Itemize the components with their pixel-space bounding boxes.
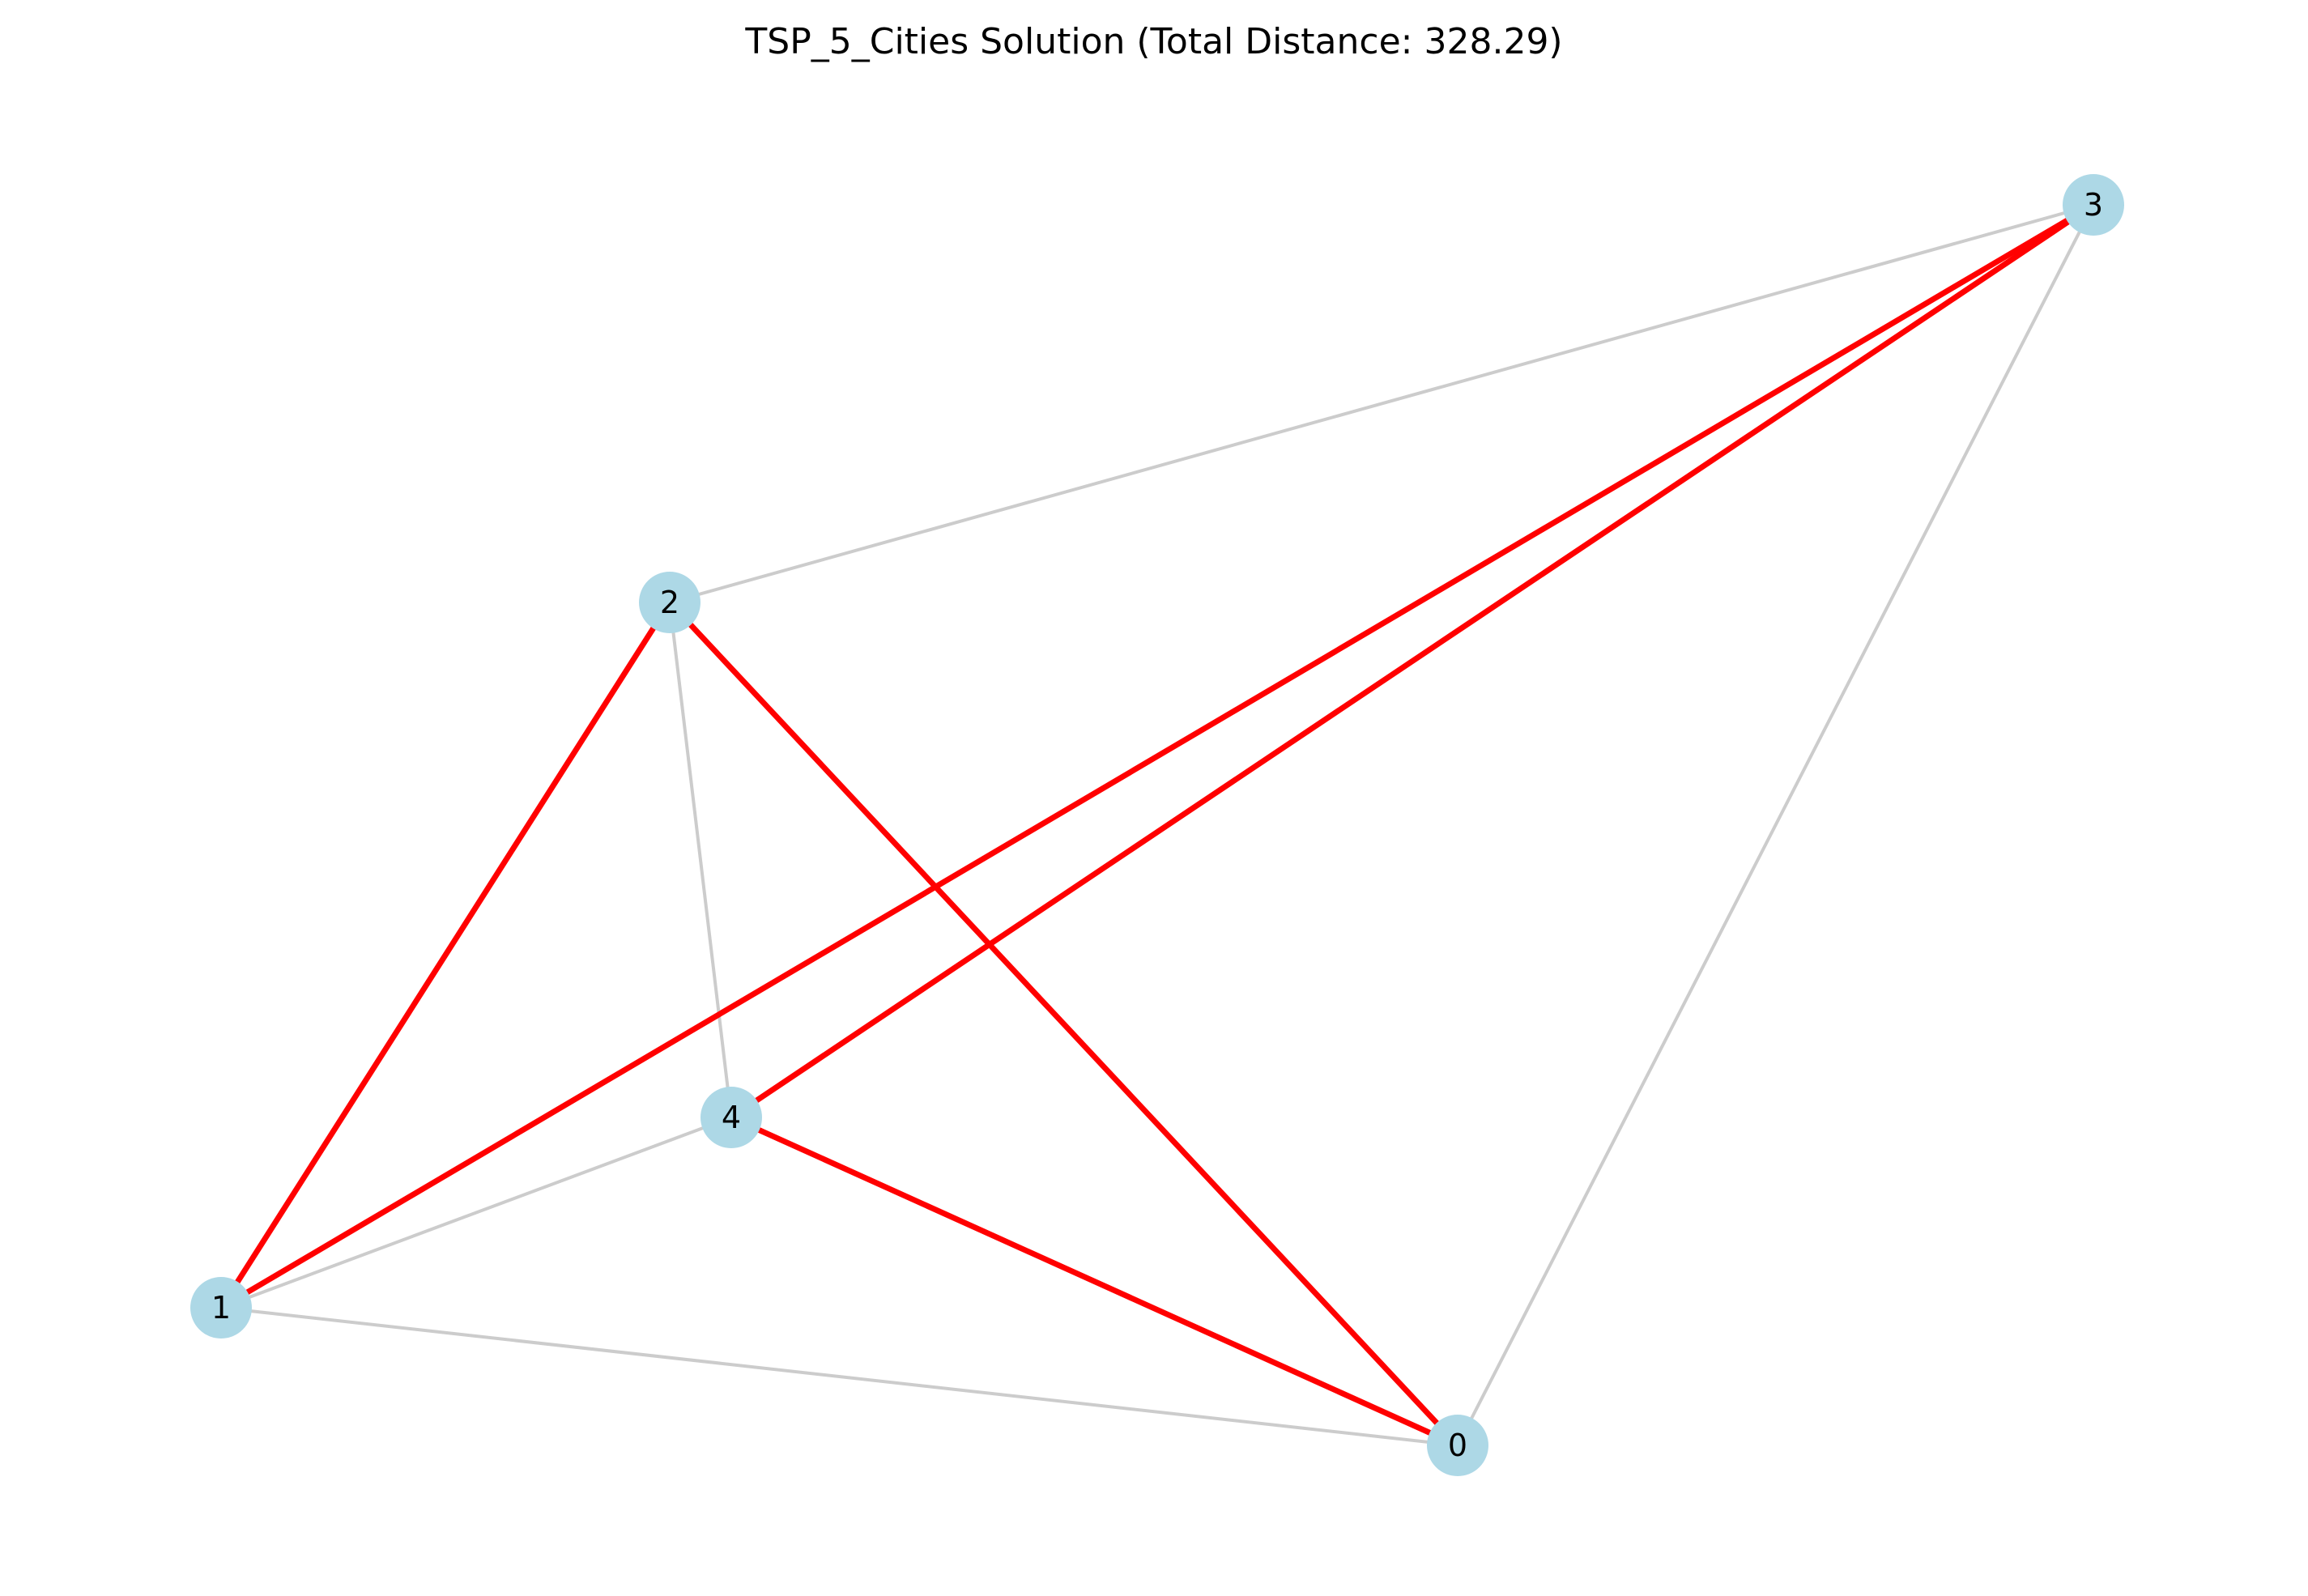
background-edge-1-4 <box>220 1116 732 1309</box>
nodes: 0 1 2 3 4 <box>190 174 2124 1476</box>
background-edge-2-4 <box>668 602 733 1118</box>
node-3: 3 <box>2063 174 2124 236</box>
tour-edge-4-3 <box>730 202 2095 1120</box>
tour-edge-0-4 <box>730 1114 1459 1449</box>
node-circle-4 <box>700 1087 762 1148</box>
node-label-3: 3 <box>2084 187 2103 223</box>
node-label-0: 0 <box>1448 1428 1467 1463</box>
background-edges <box>220 203 2095 1447</box>
node-2: 2 <box>639 572 700 633</box>
background-edge-1-0 <box>220 1306 1458 1447</box>
node-1: 1 <box>190 1277 252 1339</box>
node-4: 4 <box>700 1087 762 1148</box>
node-0: 0 <box>1427 1415 1488 1476</box>
node-circle-2 <box>639 572 700 633</box>
plot-title: TSP_5_Cities Solution (Total Distance: 3… <box>745 21 1563 62</box>
tour-edge-2-0 <box>667 600 1460 1448</box>
background-edge-2-3 <box>669 203 2094 604</box>
background-edge-3-0 <box>1456 204 2095 1446</box>
node-label-1: 1 <box>211 1290 231 1326</box>
tour-edges <box>219 202 2095 1449</box>
node-circle-0 <box>1427 1415 1488 1476</box>
node-circle-1 <box>190 1277 252 1339</box>
node-label-4: 4 <box>722 1100 741 1135</box>
tour-edge-1-2 <box>219 601 672 1309</box>
node-circle-3 <box>2063 174 2124 236</box>
node-label-2: 2 <box>660 585 679 620</box>
tour-edge-3-1 <box>219 202 2095 1311</box>
